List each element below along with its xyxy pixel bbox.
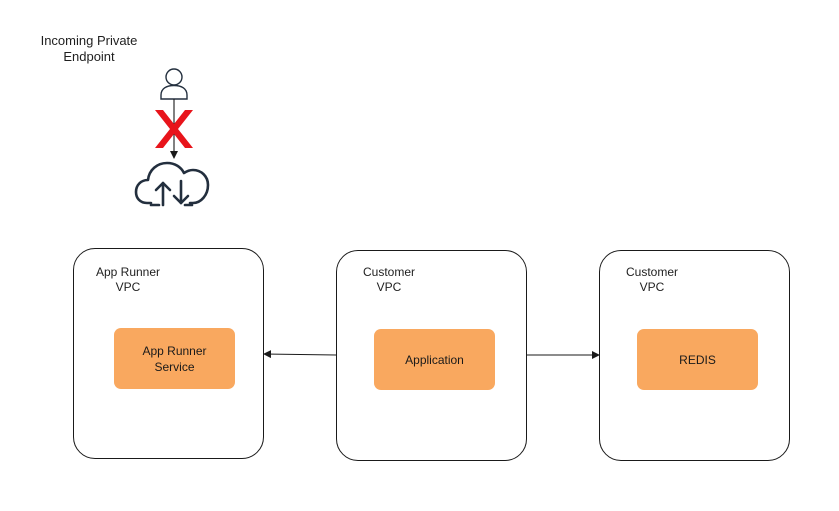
application-label: Application xyxy=(405,352,464,367)
blocked-x-icon xyxy=(155,110,193,148)
customer-redis-vpc-label-line1: Customer xyxy=(625,265,678,279)
customer-app-vpc-label-line2: VPC xyxy=(376,280,402,294)
customer-app-vpc-label: Customer VPC xyxy=(349,265,429,295)
app-runner-vpc-label: App Runner VPC xyxy=(88,265,168,295)
endpoint-caption-line2: Endpoint xyxy=(63,49,115,64)
user-icon xyxy=(160,68,188,100)
cloud-transfer-icon xyxy=(134,161,210,207)
app-runner-service-line1: App Runner xyxy=(142,343,207,358)
customer-redis-vpc-box: Customer VPC REDIS xyxy=(599,250,790,461)
customer-app-vpc-box: Customer VPC Application xyxy=(336,250,527,461)
app-runner-service-line2: Service xyxy=(154,359,195,374)
redis-label: REDIS xyxy=(679,352,716,367)
app-runner-vpc-box: App Runner VPC App Runner Service xyxy=(73,248,264,459)
arrow-application-to-app-runner xyxy=(263,350,337,359)
app-runner-vpc-label-line1: App Runner xyxy=(95,265,161,279)
customer-redis-vpc-label: Customer VPC xyxy=(612,265,692,295)
app-runner-service-box[interactable]: App Runner Service xyxy=(114,328,235,389)
app-runner-vpc-label-line2: VPC xyxy=(115,280,141,294)
customer-app-vpc-label-line1: Customer xyxy=(362,265,415,279)
customer-redis-vpc-label-line2: VPC xyxy=(639,280,665,294)
redis-box[interactable]: REDIS xyxy=(637,329,758,390)
application-box[interactable]: Application xyxy=(374,329,495,390)
endpoint-caption: Incoming Private Endpoint xyxy=(28,33,150,65)
endpoint-caption-line1: Incoming Private xyxy=(40,33,138,48)
